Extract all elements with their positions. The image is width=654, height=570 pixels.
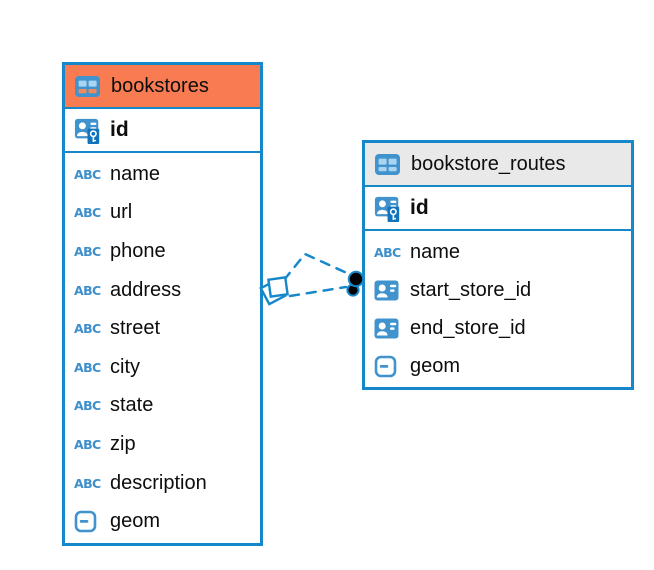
column-row-address[interactable]: ABC address <box>65 271 260 310</box>
fk-anchor-diamond[interactable] <box>259 276 289 306</box>
column-row-zip[interactable]: ABC zip <box>65 425 260 464</box>
relationship-connector[interactable] <box>259 252 365 306</box>
text-type-icon: ABC <box>74 398 101 414</box>
column-row-id[interactable]: id <box>65 109 260 153</box>
geometry-type-icon <box>374 355 402 378</box>
column-row-state[interactable]: ABC state <box>65 387 260 426</box>
column-label: description <box>110 471 207 494</box>
primary-key-icon <box>374 194 402 223</box>
column-label: zip <box>110 432 136 455</box>
text-type-icon: ABC <box>74 282 101 298</box>
table-title: bookstores <box>111 74 209 97</box>
column-label: state <box>110 394 154 417</box>
column-label: address <box>110 278 182 301</box>
column-row-geom[interactable]: geom <box>65 502 260 541</box>
column-row-url[interactable]: ABC url <box>65 194 260 233</box>
column-row-name[interactable]: ABC name <box>365 233 631 271</box>
table-bookstore-routes-columns: ABC name start_store_id <box>365 231 631 387</box>
table-bookstores-columns: ABC name ABC url ABC phone ABC address A… <box>65 153 260 543</box>
table-bookstores[interactable]: bookstores id ABC name ABC url <box>62 62 263 546</box>
column-row-geom[interactable]: geom <box>365 347 631 385</box>
text-type-icon: ABC <box>74 243 101 259</box>
column-row-name[interactable]: ABC name <box>65 155 260 194</box>
table-icon <box>74 75 102 98</box>
column-label: end_store_id <box>410 316 526 339</box>
column-label: geom <box>410 354 461 377</box>
table-bookstore-routes-header[interactable]: bookstore_routes <box>365 143 631 187</box>
column-label: city <box>110 355 140 378</box>
table-icon <box>374 153 402 176</box>
column-row-street[interactable]: ABC street <box>65 309 260 348</box>
text-type-icon: ABC <box>74 359 101 375</box>
column-label: phone <box>110 239 166 262</box>
column-label: street <box>110 317 161 340</box>
text-type-icon: ABC <box>74 205 101 221</box>
column-label: start_store_id <box>410 278 532 301</box>
primary-key-icon <box>74 116 102 145</box>
primary-key-label: id <box>410 196 429 219</box>
text-type-icon: ABC <box>74 436 101 452</box>
column-label: geom <box>110 510 161 533</box>
reference-type-icon <box>374 318 402 339</box>
table-title: bookstore_routes <box>411 152 566 175</box>
column-row-phone[interactable]: ABC phone <box>65 232 260 271</box>
column-label: url <box>110 201 133 224</box>
text-type-icon: ABC <box>374 244 401 260</box>
column-row-end-store-id[interactable]: end_store_id <box>365 309 631 347</box>
reference-type-icon <box>374 280 402 301</box>
relationship-line-lower[interactable] <box>288 285 348 298</box>
text-type-icon: ABC <box>74 166 101 182</box>
fk-endpoint-dot-small[interactable] <box>346 283 360 297</box>
column-row-start-store-id[interactable]: start_store_id <box>365 271 631 309</box>
table-bookstore-routes[interactable]: bookstore_routes id ABC name <box>362 140 634 390</box>
relationship-line-upper[interactable] <box>282 252 351 282</box>
primary-key-label: id <box>110 118 129 141</box>
column-label: name <box>410 240 461 263</box>
text-type-icon: ABC <box>74 321 101 337</box>
column-label: name <box>110 162 161 185</box>
column-row-description[interactable]: ABC description <box>65 464 260 503</box>
table-bookstores-header[interactable]: bookstores <box>65 65 260 109</box>
text-type-icon: ABC <box>74 475 101 491</box>
column-row-city[interactable]: ABC city <box>65 348 260 387</box>
column-row-id[interactable]: id <box>365 187 631 231</box>
geometry-type-icon <box>74 510 102 533</box>
